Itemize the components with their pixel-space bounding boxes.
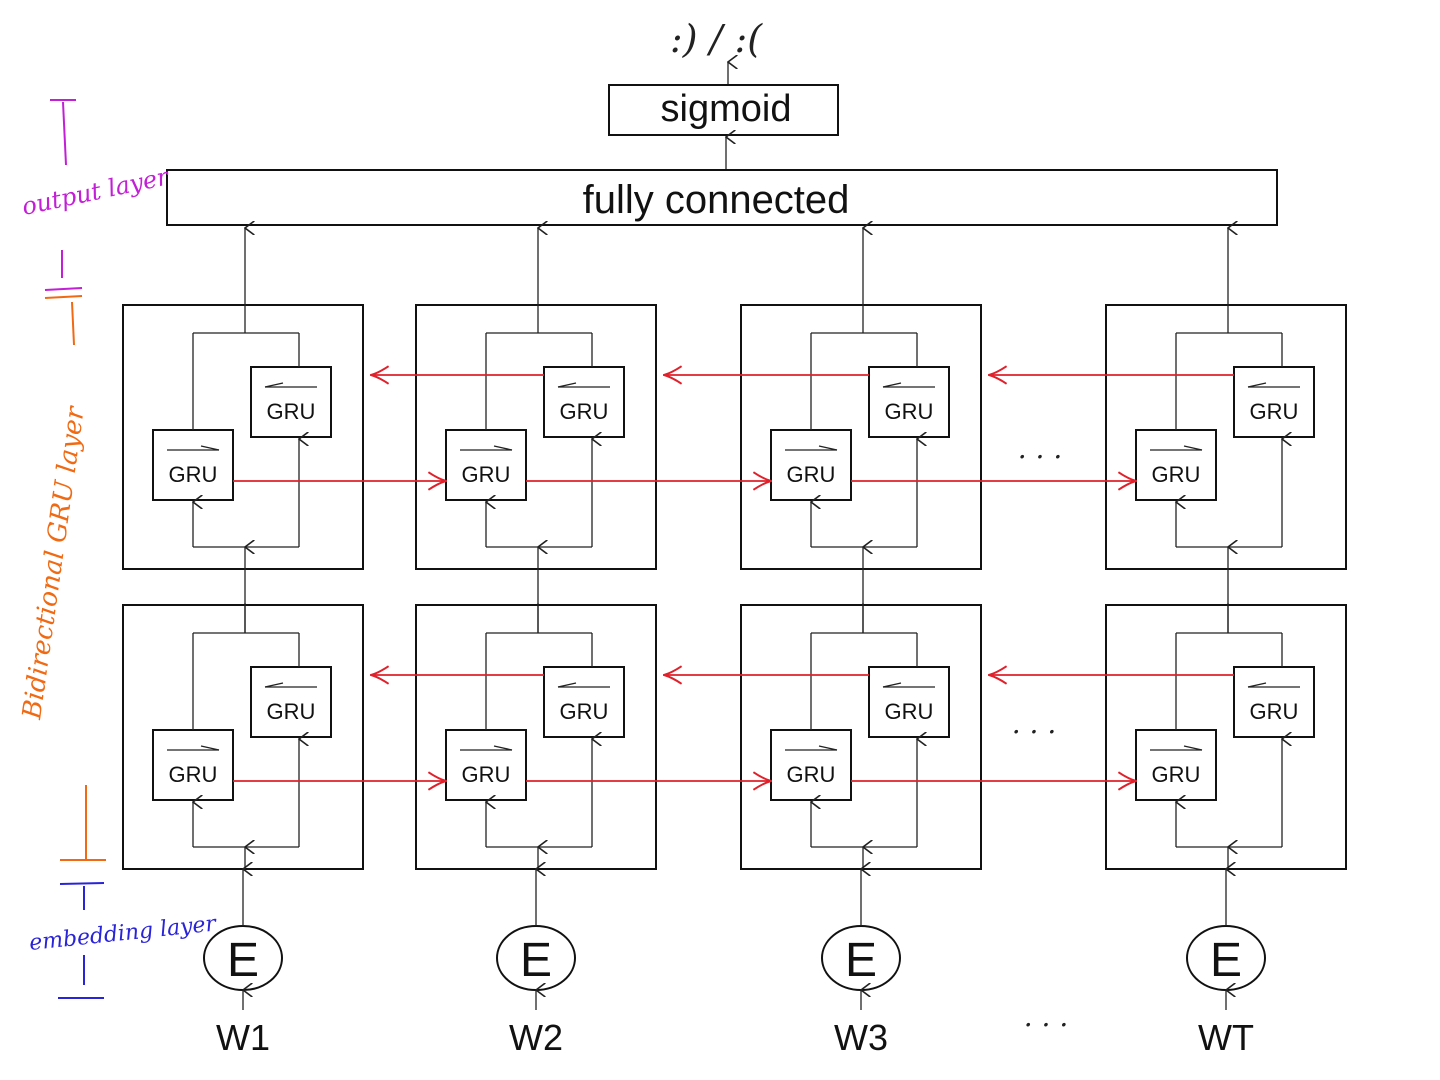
output-label: :) / :(: [670, 17, 763, 61]
bigru-cell-3-1: GRU GRU: [740, 228, 982, 633]
forward-gru-direction-tick: [493, 745, 513, 751]
embedding-layer-label: embedding layer: [28, 911, 219, 956]
bigru-cell-frame: [122, 304, 364, 570]
backward-gru-label: GRU: [1250, 699, 1299, 724]
forward-gru-label: GRU: [462, 762, 511, 787]
column-4: GRU GRU GRU GRU E WT: [1105, 228, 1347, 1058]
forward-gru-direction-tick: [818, 445, 838, 451]
embedding-label: E: [227, 934, 259, 987]
forward-gru-direction-tick: [200, 445, 220, 451]
backward-gru-direction-tick: [1247, 682, 1267, 688]
output-bracket-bottom: [44, 287, 83, 291]
backward-gru-box: [250, 666, 332, 738]
forward-gru-direction-tick: [493, 445, 513, 451]
backward-gru-box: [868, 666, 950, 738]
embedding-label: E: [845, 934, 877, 987]
bigru-cell-4-2: GRU GRU: [1105, 603, 1347, 870]
input-token-label: W3: [834, 1017, 888, 1058]
backward-gru-direction-tick: [264, 682, 284, 688]
backward-gru-direction-tick: [882, 682, 902, 688]
bigru-cell-frame: [415, 304, 657, 570]
bigru-cell-2-1: GRU GRU: [415, 228, 657, 633]
recurrent-connections: [233, 375, 1234, 781]
output-layer-label: output layer: [19, 162, 172, 221]
column-1: GRU GRU GRU GRU E W1: [122, 228, 364, 1058]
bigru-cell-3-2: GRU GRU: [740, 603, 982, 870]
forward-gru-label: GRU: [1152, 762, 1201, 787]
backward-gru-label: GRU: [560, 699, 609, 724]
column-2: GRU GRU GRU GRU E W2: [415, 228, 657, 1058]
column-3: GRU GRU GRU GRU E W3: [740, 228, 982, 1058]
bigru-cell-1-2: GRU GRU: [122, 603, 364, 870]
embedding-label: E: [1210, 934, 1242, 987]
forward-gru-label: GRU: [169, 762, 218, 787]
backward-gru-label: GRU: [560, 399, 609, 424]
fully-connected-box: [166, 169, 1278, 226]
side-label-embedding: embedding layer: [28, 882, 219, 999]
bidirectional-gru-layer-label: Bidirectional GRU layer: [17, 403, 91, 722]
forward-gru-label: GRU: [787, 462, 836, 487]
sigmoid-box: [608, 84, 839, 136]
bigru-cell-2-2: GRU GRU: [415, 603, 657, 870]
bidir-bracket-arrow-down: [71, 301, 75, 346]
backward-gru-label: GRU: [885, 699, 934, 724]
backward-gru-label: GRU: [267, 399, 316, 424]
bigru-cell-frame: [740, 304, 982, 570]
embed-bracket-top: [59, 882, 105, 885]
sigmoid-label: sigmoid: [661, 88, 792, 130]
forward-gru-label: GRU: [1152, 462, 1201, 487]
output-bracket-arrow-down: [62, 101, 67, 166]
forward-gru-label: GRU: [462, 462, 511, 487]
backward-gru-label: GRU: [885, 399, 934, 424]
backward-gru-box: [543, 666, 625, 738]
input-token-label: WT: [1198, 1017, 1254, 1058]
input-token-label: W2: [509, 1017, 563, 1058]
forward-gru-label: GRU: [787, 762, 836, 787]
forward-gru-direction-tick: [818, 745, 838, 751]
forward-gru-direction-tick: [1183, 745, 1203, 751]
backward-gru-box: [1233, 366, 1315, 438]
bigru-cell-frame: [1105, 304, 1347, 570]
bigru-cell-1-1: GRU GRU: [122, 228, 364, 633]
ellipsis-lower: . . .: [1012, 707, 1057, 740]
side-label-output: output layer: [19, 99, 172, 291]
bigru-cell-4-1: GRU GRU: [1105, 228, 1347, 633]
backward-gru-direction-tick: [557, 682, 577, 688]
bidir-bracket-top: [44, 295, 83, 299]
backward-gru-direction-tick: [557, 382, 577, 388]
backward-gru-box: [543, 366, 625, 438]
forward-gru-direction-tick: [1183, 445, 1203, 451]
backward-gru-direction-tick: [1247, 382, 1267, 388]
backward-gru-box: [1233, 666, 1315, 738]
fully-connected-label: fully connected: [583, 178, 850, 222]
forward-gru-label: GRU: [169, 462, 218, 487]
forward-gru-direction-tick: [200, 745, 220, 751]
input-token-label: W1: [216, 1017, 270, 1058]
ellipsis-upper: . . .: [1018, 432, 1063, 465]
time-step-columns: GRUGRUGRUGRUEW1GRUGRUGRUGRUEW2GRUGRUGRUG…: [122, 228, 1347, 1058]
backward-gru-label: GRU: [267, 699, 316, 724]
backward-gru-direction-tick: [882, 382, 902, 388]
backward-gru-label: GRU: [1250, 399, 1299, 424]
backward-gru-box: [250, 366, 332, 438]
embedding-label: E: [520, 934, 552, 987]
backward-gru-box: [868, 366, 950, 438]
ellipsis-inputs: . . .: [1024, 1000, 1069, 1033]
backward-gru-direction-tick: [264, 382, 284, 388]
side-label-bidirectional: Bidirectional GRU layer: [17, 295, 106, 861]
